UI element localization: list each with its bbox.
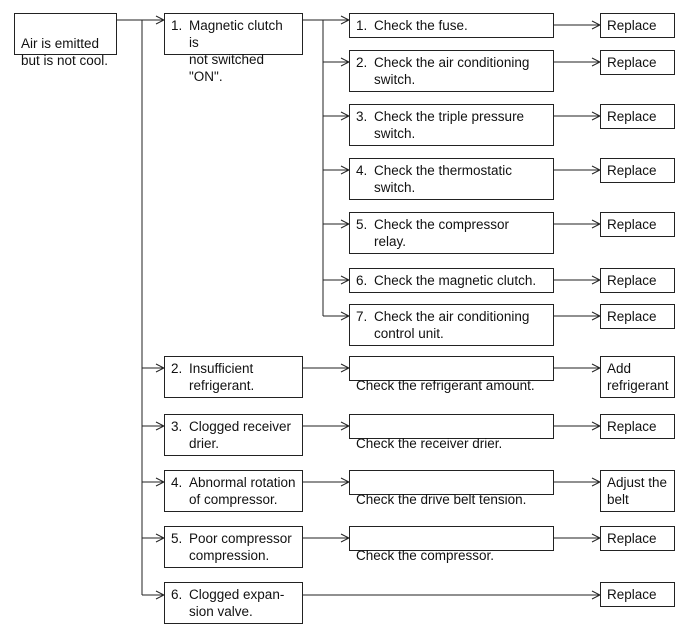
action-text: Replace [607,531,657,546]
action-text: Replace [607,163,657,178]
check-number: 4. [356,163,368,178]
cause-box: 4. Abnormal rotation of compressor. [164,470,303,512]
cause-text: Poor compressor compression. [189,531,292,563]
cause-text: Clogged expan- sion valve. [189,587,285,619]
check-box: 6. Check the magnetic clutch. [349,268,554,293]
action-box: Replace [600,13,675,38]
check-number: 7. [356,309,368,324]
action-text: Replace [607,18,657,33]
check-box: Check the compressor. [349,526,554,563]
cause-box: 6. Clogged expan- sion valve. [164,582,303,624]
check-box: 4. Check the thermostatic switch. [349,158,554,200]
check-text: Check the triple pressure switch. [374,109,525,141]
check-box: Check the receiver drier. [349,414,554,451]
check-text: Check the thermostatic switch. [374,163,513,195]
action-text: Replace [607,55,657,70]
check-box: 1. Check the fuse. [349,13,554,38]
check-text: Check the refrigerant amount. [356,378,535,393]
action-text: Replace [607,309,657,324]
check-text: Check the compressor. [356,548,495,563]
check-text: Check the fuse. [374,18,468,33]
cause-text: Magnetic clutch is not switched "ON". [189,18,283,84]
action-text: Add refrigerant [607,361,669,393]
check-box: Check the refrigerant amount. [349,356,554,393]
cause-box: 2. Insufficient refrigerant. [164,356,303,398]
action-box: Replace [600,212,675,237]
check-number: 6. [356,273,368,288]
action-box: Replace [600,526,675,551]
check-box: 3. Check the triple pressure switch. [349,104,554,146]
action-box: Replace [600,414,675,439]
check-text: Check the receiver drier. [356,436,503,451]
check-text: Check the magnetic clutch. [374,273,537,288]
check-box: Check the drive belt tension. [349,470,554,507]
action-text: Replace [607,273,657,288]
cause-number: 6. [171,587,183,602]
check-number: 1. [356,18,368,33]
action-text: Replace [607,217,657,232]
action-box: Replace [600,304,675,329]
cause-number: 4. [171,475,183,490]
action-box: Adjust the belt [600,470,675,512]
symptom-box: Air is emitted but is not cool. [14,13,117,68]
action-box: Replace [600,158,675,183]
check-text: Check the compressor relay. [374,217,510,249]
cause-box: 3. Clogged receiver drier. [164,414,303,456]
symptom-text: Air is emitted but is not cool. [21,36,109,68]
action-box: Add refrigerant [600,356,675,398]
check-text: Check the drive belt tension. [356,492,527,507]
action-box: Replace [600,104,675,129]
check-box: 7. Check the air conditioning control un… [349,304,554,346]
cause-number: 3. [171,419,183,434]
action-text: Replace [607,587,657,602]
cause-text: Insufficient refrigerant. [189,361,255,393]
cause-number: 2. [171,361,183,376]
check-box: 2. Check the air conditioning switch. [349,50,554,92]
cause-box: 1. Magnetic clutch is not switched "ON". [164,13,303,84]
check-number: 3. [356,109,368,124]
action-text: Replace [607,109,657,124]
action-text: Replace [607,419,657,434]
check-box: 5. Check the compressor relay. [349,212,554,254]
check-text: Check the air conditioning control unit. [374,309,530,341]
check-text: Check the air conditioning switch. [374,55,530,87]
cause-box: 5. Poor compressor compression. [164,526,303,568]
action-box: Replace [600,268,675,293]
cause-text: Abnormal rotation of compressor. [189,475,296,507]
cause-text: Clogged receiver drier. [189,419,292,451]
action-text: Adjust the belt [607,475,668,507]
cause-number: 1. [171,18,183,33]
check-number: 2. [356,55,368,70]
check-number: 5. [356,217,368,232]
action-box: Replace [600,50,675,75]
cause-number: 5. [171,531,183,546]
action-box: Replace [600,582,675,607]
